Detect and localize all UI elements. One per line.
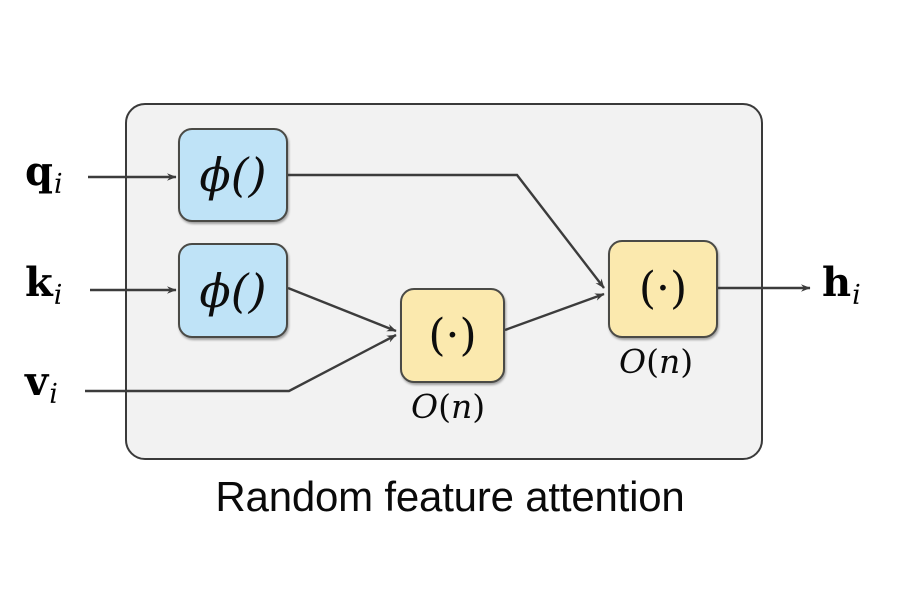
output-label-hidden: hi — [822, 263, 861, 312]
complexity-open-kv: ( — [438, 387, 451, 426]
output-hidden-subscript: i — [852, 280, 861, 312]
figure-caption: Random feature attention — [215, 473, 685, 520]
complexity-symbol-out: O — [619, 342, 647, 381]
input-key-subscript: i — [53, 280, 63, 312]
complexity-label-op-out: O(n) — [619, 345, 693, 378]
complexity-open-out: ( — [646, 342, 659, 381]
node-op-out-label: (·) — [638, 263, 688, 314]
input-label-query: qi — [25, 152, 63, 201]
complexity-label-op-kv: O(n) — [411, 390, 485, 423]
node-phi-query[interactable]: ϕ() — [178, 128, 288, 222]
input-query-subscript: i — [53, 169, 63, 201]
complexity-close-out: ) — [680, 342, 694, 381]
node-op-kv-label: (·) — [428, 309, 477, 361]
node-op-out[interactable]: (·) — [608, 240, 718, 338]
input-value-subscript: i — [49, 379, 58, 411]
complexity-symbol-kv: O — [411, 387, 439, 426]
complexity-var-kv: n — [450, 387, 473, 426]
input-query-symbol: q — [25, 148, 53, 195]
input-key-symbol: k — [25, 259, 53, 306]
input-label-key: ki — [25, 263, 63, 312]
node-phi-key[interactable]: ϕ() — [178, 243, 288, 338]
node-op-kv[interactable]: (·) — [400, 288, 505, 383]
complexity-close-kv: ) — [472, 387, 486, 426]
node-phi-key-label: ϕ() — [199, 263, 267, 318]
input-value-symbol: v — [25, 358, 49, 405]
input-label-value: vi — [25, 362, 58, 411]
output-hidden-symbol: h — [822, 259, 852, 306]
node-phi-query-label: ϕ() — [199, 148, 267, 202]
complexity-var-out: n — [658, 342, 681, 381]
